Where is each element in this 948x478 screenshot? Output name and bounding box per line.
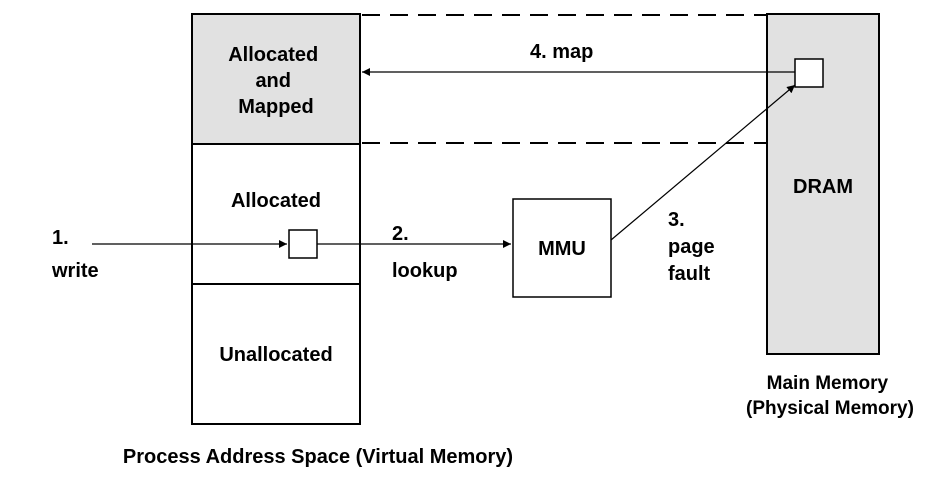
mmu-box bbox=[512, 198, 612, 298]
step-map-label: 4. map bbox=[530, 41, 593, 63]
physical-page bbox=[794, 58, 824, 88]
process-address-space: Allocated and Mapped Allocated Unallocat… bbox=[123, 13, 513, 468]
main-memory: DRAM Main Memory (Physical Memory) bbox=[746, 13, 914, 419]
mmu-unit: MMU bbox=[512, 198, 612, 298]
process-caption: Process Address Space (Virtual Memory) bbox=[123, 446, 513, 468]
virtual-page bbox=[288, 229, 318, 259]
allocated-region bbox=[191, 143, 361, 285]
page-fault-arrow bbox=[610, 84, 796, 241]
allocated-mapped-region bbox=[191, 13, 361, 145]
allocated-label: Allocated bbox=[231, 190, 321, 212]
mmu-label: MMU bbox=[538, 238, 586, 260]
unallocated-label: Unallocated bbox=[219, 344, 332, 366]
step-page-fault-label: 3. page fault bbox=[668, 209, 720, 285]
main-memory-caption: Main Memory (Physical Memory) bbox=[746, 373, 914, 419]
unallocated-region bbox=[191, 283, 361, 425]
step-write-label: 1. write bbox=[51, 227, 99, 282]
step-lookup-label: 2. lookup bbox=[392, 223, 458, 282]
allocated-mapped-label: Allocated and Mapped bbox=[228, 44, 324, 118]
dram-label: DRAM bbox=[793, 176, 853, 198]
